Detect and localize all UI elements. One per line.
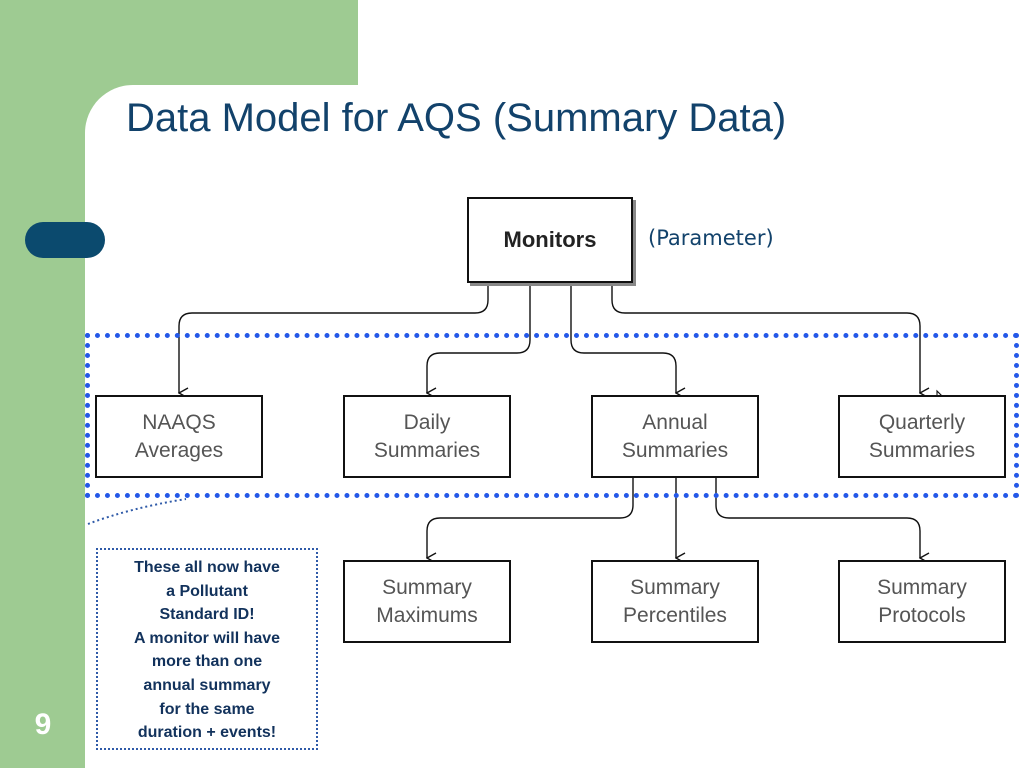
node-naaqs-averages: NAAQS Averages — [95, 395, 263, 478]
callout-note: These all now have a Pollutant Standard … — [96, 548, 318, 750]
connector-monitors-annual — [570, 283, 676, 393]
connector-annual-maximums — [427, 478, 634, 558]
connector-monitors-quarterly — [611, 283, 920, 393]
navy-pill-decoration — [25, 222, 105, 258]
node-summary-protocols: Summary Protocols — [838, 560, 1006, 643]
node-summary-maximums: Summary Maximums — [343, 560, 511, 643]
callout-pointer — [87, 498, 187, 525]
node-monitors: Monitors — [467, 197, 633, 283]
connector-monitors-daily — [427, 283, 531, 393]
green-left-strip — [0, 0, 85, 768]
node-quarterly-summaries: Quarterly Summaries — [838, 395, 1006, 478]
connector-annual-protocols — [715, 478, 920, 558]
node-summary-percentiles: Summary Percentiles — [591, 560, 759, 643]
node-daily-summaries: Daily Summaries — [343, 395, 511, 478]
parameter-label: (Parameter) — [648, 226, 774, 250]
node-annual-summaries: Annual Summaries — [591, 395, 759, 478]
page-number: 9 — [34, 708, 52, 741]
highlight-dotted-frame — [85, 333, 1019, 498]
slide-title: Data Model for AQS (Summary Data) — [126, 96, 787, 140]
connector-monitors-naaqs — [179, 283, 489, 393]
